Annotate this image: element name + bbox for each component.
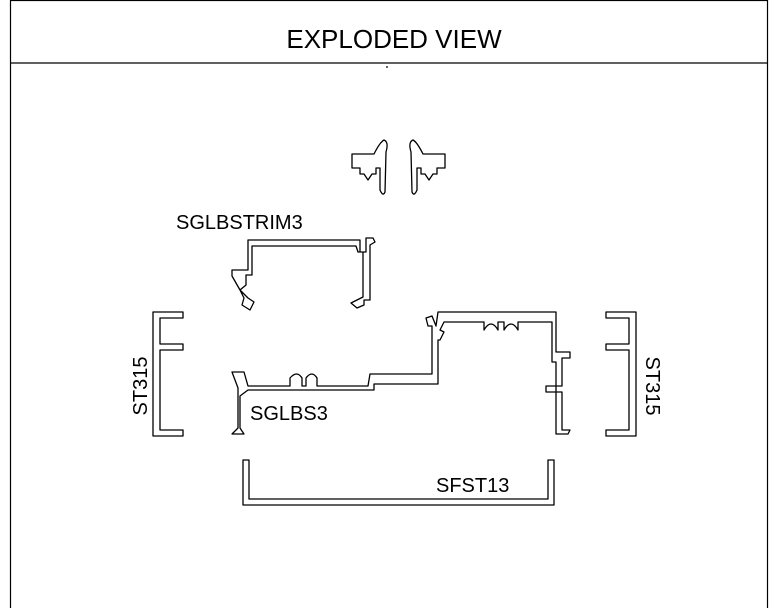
base-profile-outline <box>231 311 571 435</box>
sill-profile <box>242 459 555 506</box>
base-profile <box>231 311 571 435</box>
right-jamb-outline <box>605 311 637 437</box>
glazing-clips <box>351 139 446 195</box>
left-jamb-label: ST315 <box>130 357 152 416</box>
trim-label: SGLBSTRIM3 <box>176 212 303 234</box>
sill-label: SFST13 <box>436 475 509 497</box>
drawing-border <box>9 0 769 608</box>
trim-profile <box>231 237 376 311</box>
right-jamb-profile <box>605 311 637 437</box>
right-glazing-clip <box>409 139 446 195</box>
left-jamb-profile <box>152 311 184 437</box>
trim-profile-outline <box>231 237 376 311</box>
base-label: SGLBS3 <box>250 403 328 425</box>
right-jamb-label: ST315 <box>641 357 663 416</box>
left-jamb-outline <box>152 311 184 437</box>
drawing-title: EXPLODED VIEW <box>286 24 502 54</box>
sill-channel-outline <box>242 459 555 506</box>
left-glazing-clip <box>351 139 388 195</box>
